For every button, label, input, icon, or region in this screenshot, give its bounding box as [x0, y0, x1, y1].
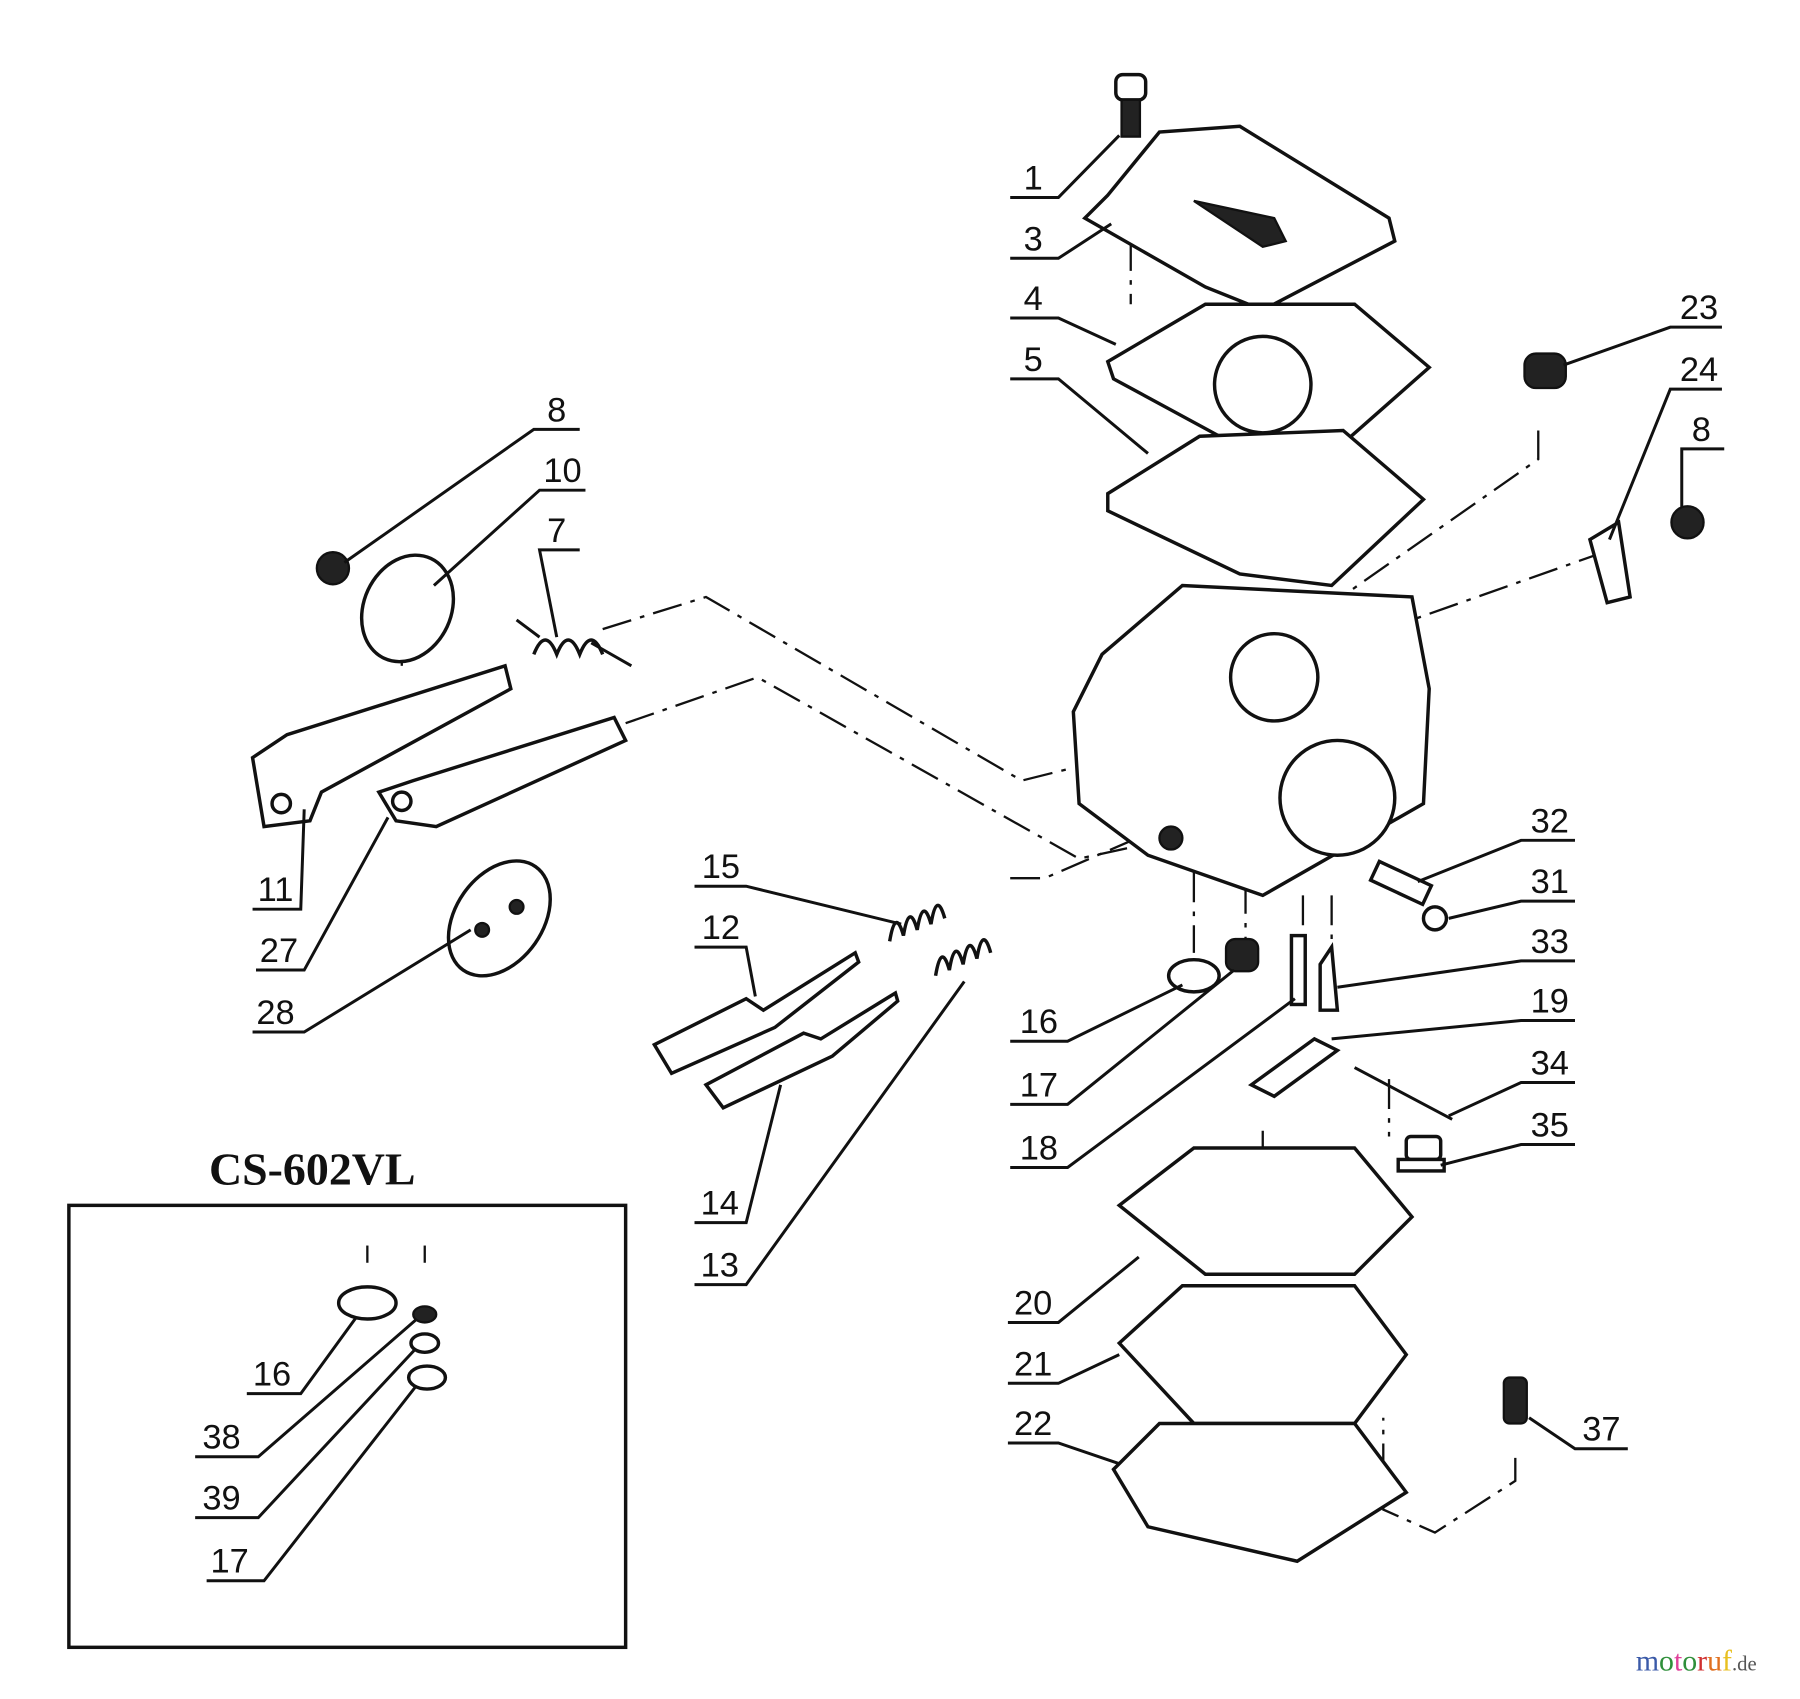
needle-33 — [1318, 942, 1340, 1012]
body — [1071, 583, 1431, 898]
callout-label: 31 — [1531, 863, 1569, 901]
callout-label: 15 — [702, 848, 740, 886]
callout-label: 10 — [543, 452, 581, 490]
callout-label: 1 — [1024, 159, 1043, 197]
shaft-27 — [376, 715, 628, 829]
watermark-brand: motoruf.de — [1636, 1644, 1757, 1677]
callout-label: 35 — [1531, 1106, 1569, 1144]
plate-10 — [359, 553, 456, 664]
callout-label: 8 — [547, 391, 566, 429]
shaft-11 — [250, 663, 513, 829]
callout-label: 24 — [1680, 351, 1718, 389]
callout-label: 21 — [1014, 1345, 1052, 1383]
screw-8-left — [315, 551, 351, 586]
callout-label: 17 — [1020, 1066, 1058, 1104]
cover-22 — [1111, 1421, 1409, 1564]
callout-label: 32 — [1531, 802, 1569, 840]
ball-31 — [1421, 905, 1449, 932]
cap-23 — [1523, 352, 1567, 390]
disc-16 — [1166, 957, 1221, 994]
lever-19 — [1247, 1036, 1341, 1099]
callout-label: 8 — [1692, 411, 1711, 449]
inset-part-38 — [412, 1305, 438, 1324]
callout-label: 14 — [701, 1185, 739, 1223]
callout-label: 7 — [547, 512, 566, 550]
screw-35 — [1396, 1134, 1446, 1173]
callout-label: 33 — [1531, 923, 1569, 961]
inset-disc-16 — [336, 1285, 398, 1321]
spring-7 — [515, 618, 633, 668]
inset-ring-17 — [406, 1364, 448, 1391]
callout-label: 19 — [1531, 983, 1569, 1021]
spring-32 — [1368, 859, 1434, 907]
callout-label: 11 — [258, 871, 294, 909]
callout-label: 23 — [1680, 289, 1718, 327]
callout-label: 4 — [1024, 280, 1043, 318]
callout-label: 13 — [701, 1247, 739, 1285]
callout-label: 28 — [256, 994, 294, 1032]
screw-1 — [1114, 72, 1148, 138]
inset-callout-label: 17 — [210, 1543, 248, 1581]
part-17 — [1224, 937, 1260, 973]
gasket-20 — [1116, 1146, 1415, 1276]
gasket-5 — [1106, 428, 1427, 588]
callout-label: 22 — [1014, 1405, 1052, 1443]
model-title: CS-602VL — [209, 1144, 416, 1195]
callout-label: 27 — [260, 932, 298, 970]
inset-callout-label: 16 — [253, 1356, 291, 1394]
callout-label: 20 — [1014, 1284, 1052, 1322]
callouts: 1 3 4 5 23 24 8 8 10 7 11 27 28 15 12 14… — [195, 134, 1725, 1583]
bracket-24 — [1587, 519, 1633, 605]
callout-label: 12 — [702, 909, 740, 947]
spring-13 — [933, 938, 993, 977]
needle-12 — [651, 950, 861, 1076]
callout-label: 18 — [1020, 1129, 1058, 1167]
pin-34 — [1353, 1066, 1453, 1121]
callout-label: 34 — [1531, 1045, 1569, 1083]
screw-8-right — [1670, 505, 1705, 540]
callout-label: 16 — [1020, 1003, 1058, 1041]
inset-ring-39 — [409, 1332, 441, 1355]
spring-18 — [1289, 933, 1307, 1007]
diaphragm-21 — [1116, 1284, 1409, 1426]
parts — [250, 72, 1705, 1564]
watermark-tld: .de — [1732, 1653, 1757, 1675]
plate-28 — [446, 859, 552, 978]
inset-callout-label: 39 — [202, 1480, 240, 1518]
inset-box — [67, 1203, 628, 1650]
screw-37 — [1502, 1376, 1528, 1425]
inset-callout-label: 38 — [202, 1419, 240, 1457]
callout-label: 3 — [1024, 220, 1043, 258]
callout-label: 5 — [1024, 341, 1043, 379]
watermark-logo: motoruf.de — [1636, 1644, 1757, 1677]
callout-label: 37 — [1582, 1411, 1620, 1449]
needle-14 — [703, 990, 900, 1110]
